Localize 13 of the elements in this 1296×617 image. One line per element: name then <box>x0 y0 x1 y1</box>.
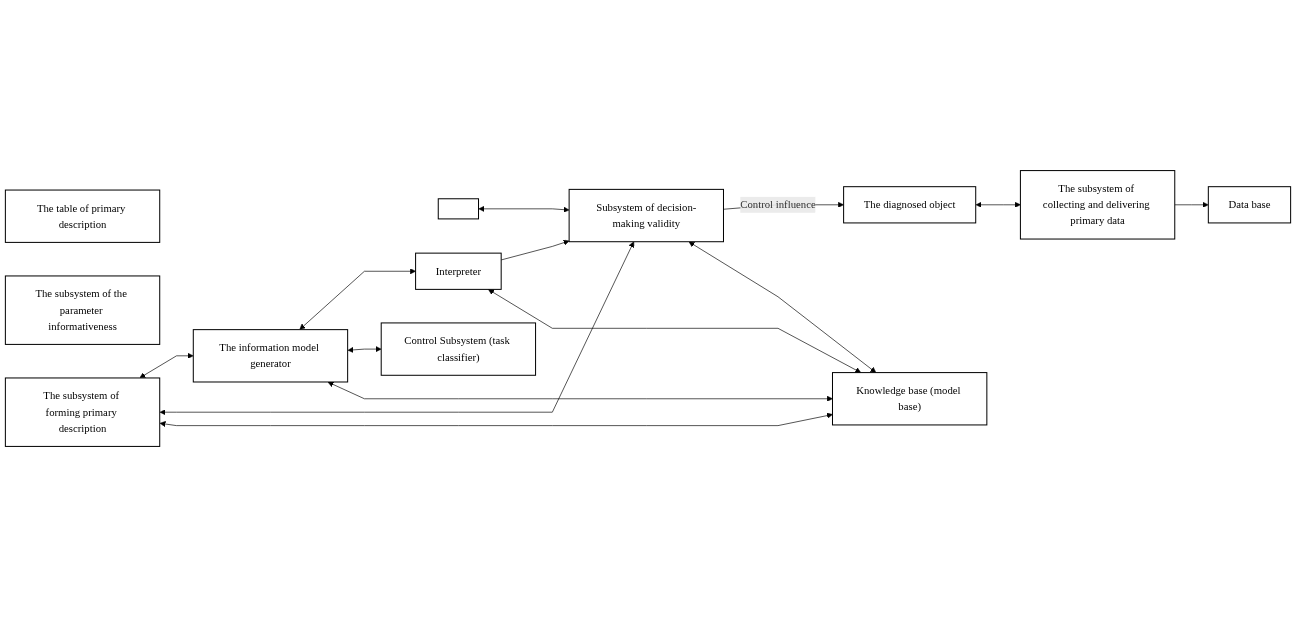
node-box: The information model generator <box>192 329 349 383</box>
node-box: The table of primary description <box>4 189 161 243</box>
edge-label: Control influence <box>740 198 816 211</box>
node-box: Interpreter <box>415 252 502 290</box>
node-box: Control Subsystem (task classifier) <box>380 322 537 376</box>
node-box: The subsystem of collecting and delivering primary data <box>1019 170 1176 240</box>
node-box: Knowledge base (model base) <box>832 372 988 426</box>
node-box: Data base <box>1207 186 1292 224</box>
node-box: Subsystem of decision-making validity <box>568 188 724 243</box>
node-box: The diagnosed object <box>843 186 977 224</box>
node-box <box>437 198 480 220</box>
node-box: The subsystem of forming primary description <box>4 377 161 447</box>
node-box: The subsystem of the parameter informativeness <box>4 275 161 345</box>
